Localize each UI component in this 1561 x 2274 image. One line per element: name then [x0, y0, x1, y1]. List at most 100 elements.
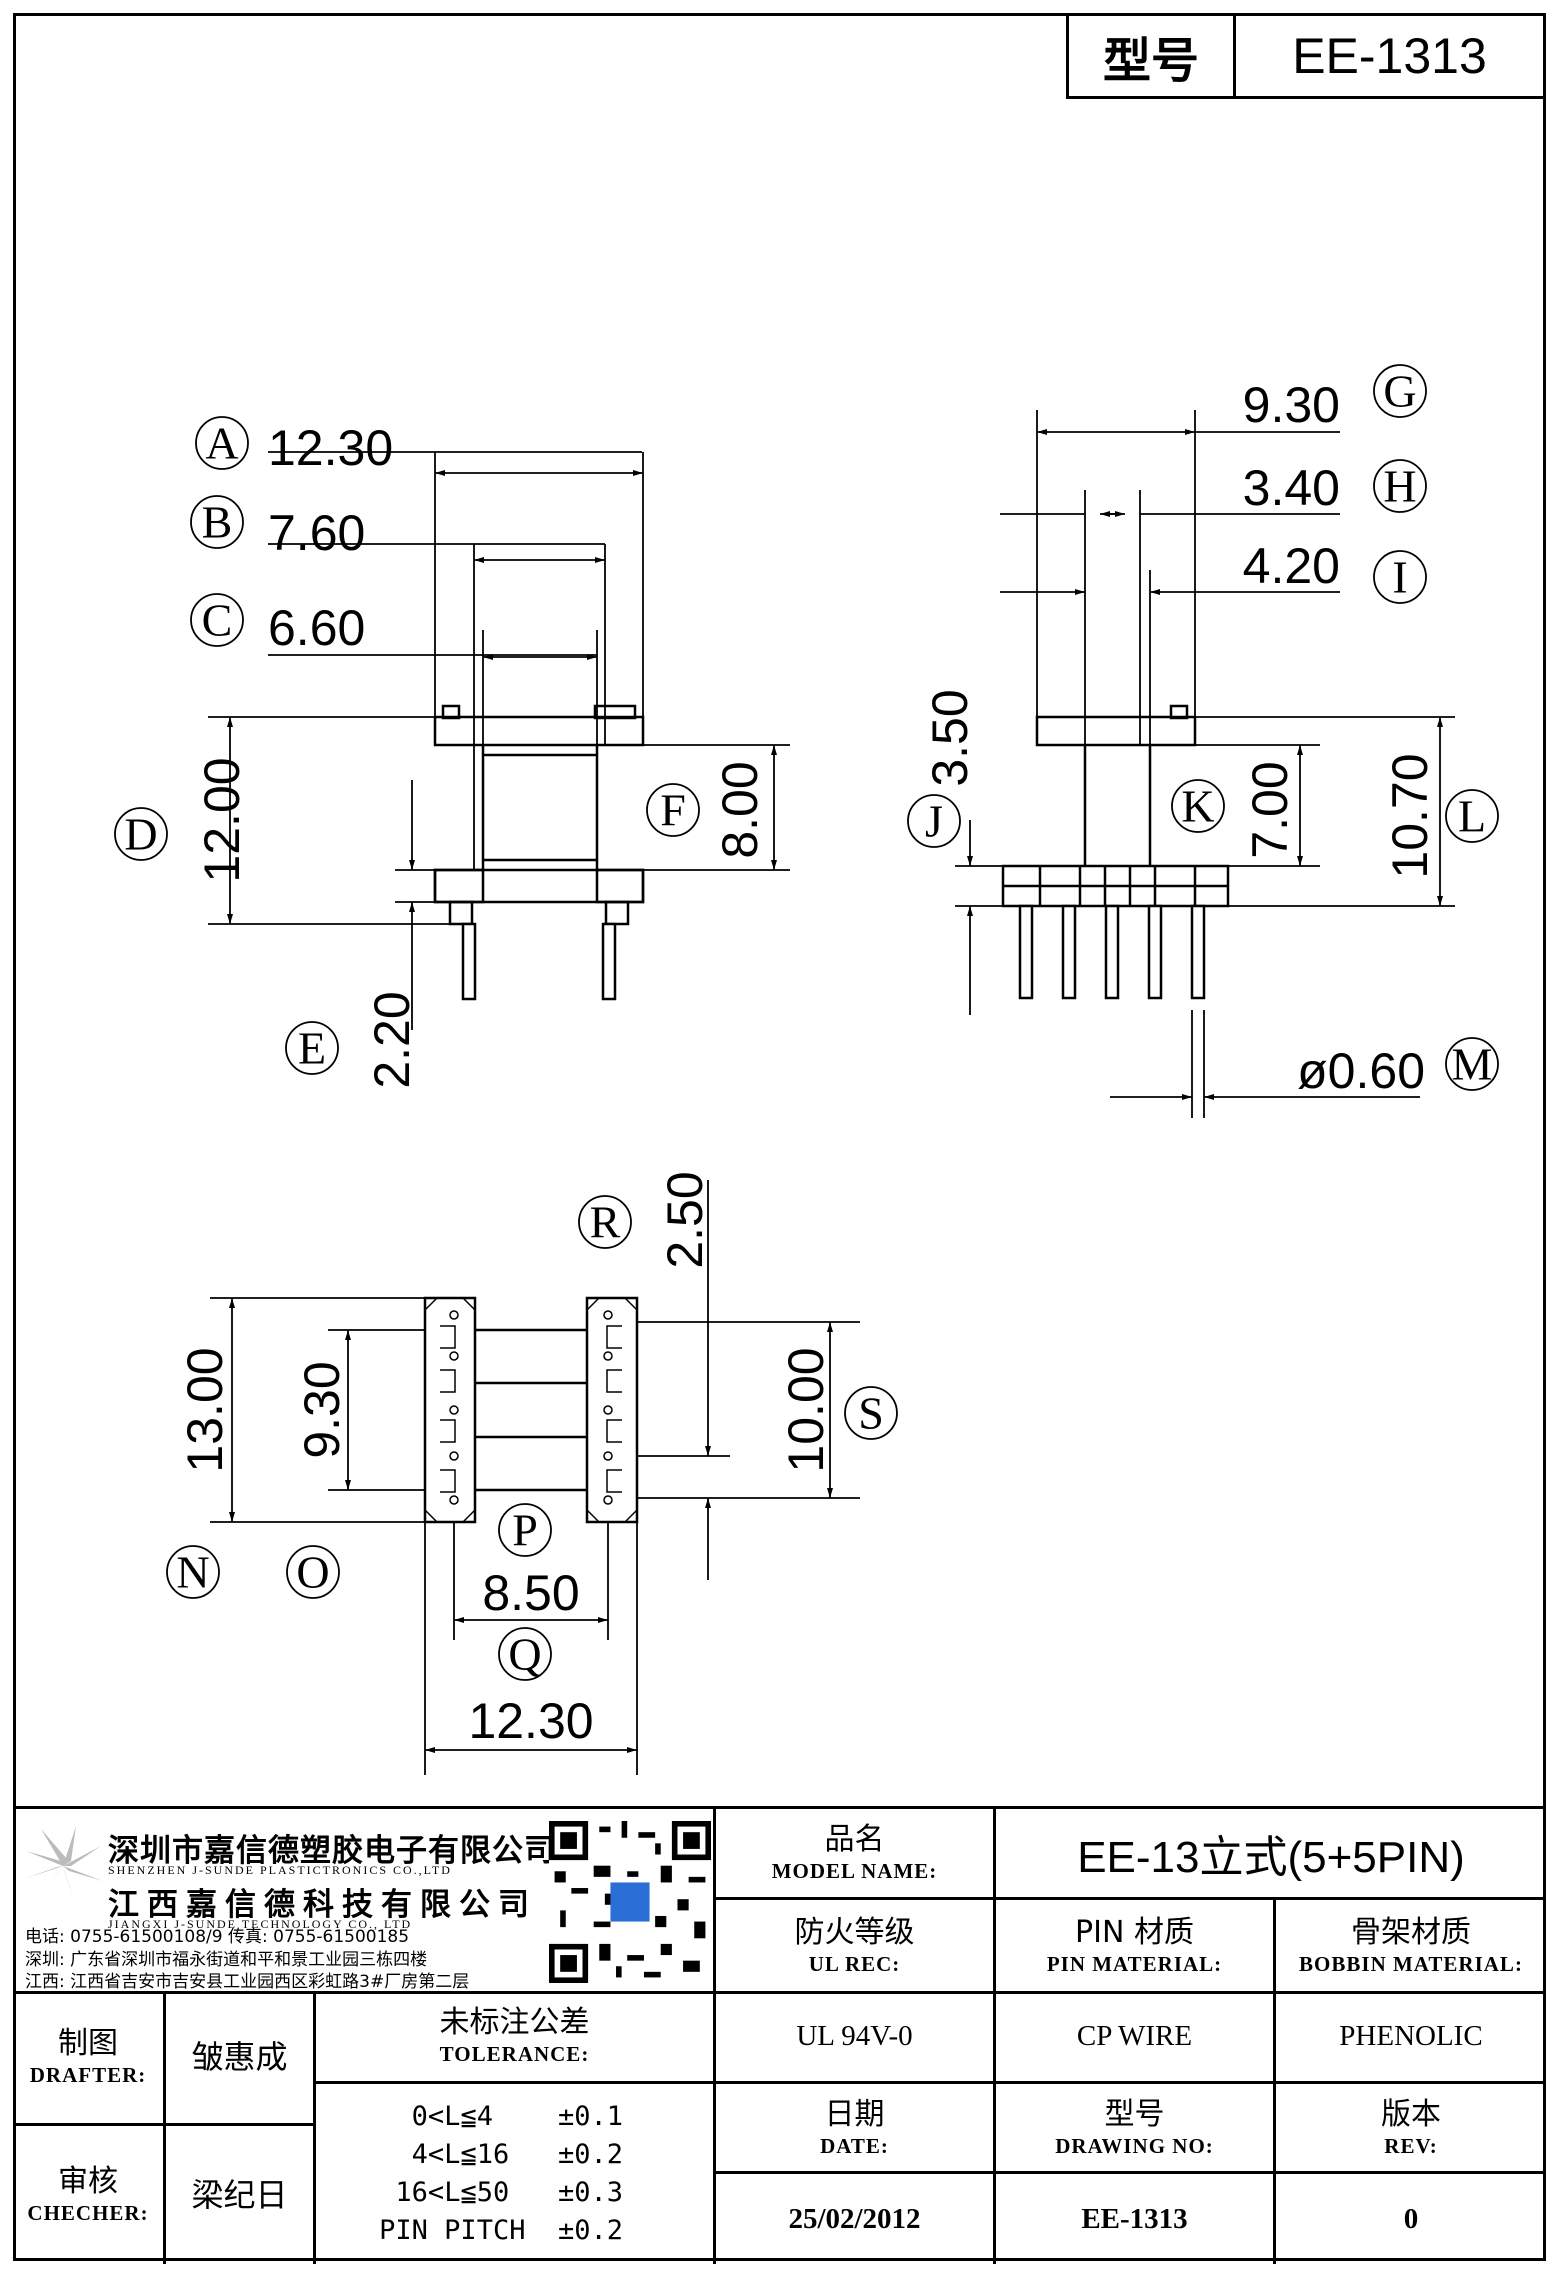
tolerance-list: 0<L≦4 ±0.1 4<L≦16 ±0.2 16<L≦50 ±0.3 PIN …	[316, 2084, 716, 2264]
date-zh: 日期	[824, 2096, 885, 2132]
label-E: E	[298, 1023, 326, 1074]
tolerance-row: 16<L≦50 ±0.3	[395, 2177, 623, 2208]
checker-zh: 审核	[58, 2164, 118, 2199]
bobbin-value-cell: PHENOLIC	[1276, 1991, 1546, 2084]
dim-M: ø0.60	[1297, 1043, 1425, 1099]
ul-zh: 防火等级	[794, 1914, 915, 1950]
technical-drawing: A B C D E F G H I J K L M R N O S P Q 12…	[114, 364, 1499, 1775]
tolerance-row: 4<L≦16 ±0.2	[411, 2139, 623, 2170]
dim-P: 8.50	[482, 1565, 579, 1621]
label-Q: Q	[508, 1629, 541, 1680]
rev-head: 版本 REV:	[1276, 2084, 1546, 2174]
drafter-zh: 制图	[58, 2026, 118, 2061]
drawing-no-value-cell: EE-1313	[996, 2174, 1276, 2264]
drafter-en: DRAFTER:	[29, 2063, 147, 2087]
label-B: B	[202, 497, 233, 548]
label-L: L	[1458, 791, 1486, 842]
model-name-zh: 品名	[824, 1822, 885, 1857]
tolerance-row: PIN PITCH ±0.2	[379, 2215, 623, 2246]
dim-G: 9.30	[1243, 377, 1340, 433]
drawing-frame	[13, 13, 1546, 2261]
company-phone: 电话: 0755-61500108/9 传真: 0755-61500185	[25, 1927, 410, 1947]
company-name-jx: 江西嘉信德科技有限公司	[108, 1887, 537, 1923]
checker-en: CHECHER:	[27, 2201, 149, 2225]
bobbin-en: BOBBIN MATERIAL:	[1299, 1951, 1523, 1976]
company-address-jx: 江西: 江西省吉安市吉安县工业园西区彩虹路3#厂房第二层	[25, 1972, 470, 1992]
company-name-sz-en: SHENZHEN J-SUNDE PLASTICTRONICS CO.,LTD	[108, 1863, 452, 1877]
label-G: G	[1383, 366, 1416, 417]
bobbin-value: PHENOLIC	[1339, 2019, 1483, 2052]
dim-E: 2.20	[364, 991, 420, 1088]
pin-value: CP WIRE	[1076, 2019, 1193, 2052]
company-address-sz: 深圳: 广东省深圳市福永街道和平和景工业园三栋四楼	[25, 1950, 428, 1970]
bobbin-head: 骨架材质 BOBBIN MATERIAL:	[1276, 1900, 1546, 1991]
drawing-no-head: 型号 DRAWING NO:	[996, 2084, 1276, 2174]
model-name-value: EE-13立式(5+5PIN)	[1077, 1833, 1465, 1882]
dim-N: 13.00	[177, 1347, 233, 1472]
dim-D: 12.00	[194, 757, 250, 882]
title-block: 深圳市嘉信德塑胶电子有限公司 SHENZHEN J-SUNDE PLASTICT…	[13, 1806, 1546, 2264]
dim-I: 4.20	[1243, 538, 1340, 594]
date-en: DATE:	[820, 2133, 889, 2158]
label-S: S	[858, 1388, 884, 1439]
front-view	[433, 704, 645, 1001]
model-header-value: EE-1313	[1292, 28, 1487, 84]
model-name-head: 品名 MODEL NAME:	[716, 1809, 996, 1900]
rev-en: REV:	[1384, 2133, 1438, 2158]
ul-value: UL 94V-0	[796, 2019, 913, 2052]
side-view	[1001, 704, 1230, 1000]
qr-code	[549, 1821, 711, 1983]
company-name-sz: 深圳市嘉信德塑胶电子有限公司	[108, 1833, 556, 1869]
label-M: M	[1452, 1039, 1493, 1090]
label-D: D	[124, 809, 157, 860]
label-F: F	[660, 785, 686, 836]
pin-en: PIN MATERIAL:	[1046, 1951, 1223, 1976]
dim-J: 3.50	[922, 689, 978, 786]
checker-value: 梁纪日	[191, 2176, 288, 2214]
dim-H: 3.40	[1243, 460, 1340, 516]
tolerance-en: TOLERANCE:	[439, 2042, 590, 2066]
label-K: K	[1181, 781, 1214, 832]
label-I: I	[1392, 552, 1407, 603]
company-name-jx-en: JIANGXI J-SUNDE TECHNOLOGY CO., LTD	[108, 1917, 413, 1931]
dim-C: 6.60	[268, 600, 365, 656]
bottom-view	[423, 1296, 639, 1524]
model-header: 型号 EE-1313	[1066, 13, 1546, 99]
drawing-no-value: EE-1313	[1081, 2202, 1188, 2235]
dim-S: 10.00	[778, 1347, 834, 1472]
label-C: C	[202, 595, 233, 646]
label-P: P	[512, 1505, 538, 1556]
dim-A: 12.30	[268, 420, 393, 476]
drafter-head: 制图 DRAFTER:	[13, 1991, 166, 2126]
row-divider	[13, 1991, 1546, 1994]
rev-value: 0	[1403, 2202, 1419, 2235]
dim-L: 10.70	[1382, 753, 1438, 878]
ul-value-cell: UL 94V-0	[716, 1991, 996, 2084]
checker-head: 审核 CHECHER:	[13, 2126, 166, 2264]
model-name-value-cell: EE-13立式(5+5PIN)	[996, 1809, 1546, 1900]
dim-Q: 12.30	[468, 1693, 593, 1749]
tolerance-zh: 未标注公差	[439, 2005, 590, 2040]
ul-en: UL REC:	[808, 1951, 901, 1976]
dim-K: 7.00	[1242, 761, 1298, 858]
model-header-label: 型号	[1069, 16, 1236, 96]
label-J: J	[925, 796, 943, 847]
date-value: 25/02/2012	[788, 2202, 921, 2235]
company-logo	[24, 1826, 103, 1906]
tolerance-row: 0<L≦4 ±0.1	[411, 2101, 623, 2132]
label-O: O	[296, 1547, 329, 1598]
pin-value-cell: CP WIRE	[996, 1991, 1276, 2084]
date-head: 日期 DATE:	[716, 2084, 996, 2174]
label-R: R	[590, 1197, 621, 1248]
model-name-en: MODEL NAME:	[771, 1859, 938, 1883]
ul-head: 防火等级 UL REC:	[716, 1900, 996, 1991]
drawing-no-zh: 型号	[1104, 2096, 1165, 2132]
label-A: A	[205, 418, 238, 469]
rev-zh: 版本	[1381, 2096, 1441, 2132]
tolerance-head: 未标注公差 TOLERANCE:	[316, 1991, 716, 2084]
date-value-cell: 25/02/2012	[716, 2174, 996, 2264]
drawing-no-en: DRAWING NO:	[1055, 2133, 1214, 2158]
label-H: H	[1383, 461, 1416, 512]
drafter-value: 皱惠成	[191, 2038, 288, 2076]
bobbin-zh: 骨架材质	[1351, 1914, 1471, 1950]
